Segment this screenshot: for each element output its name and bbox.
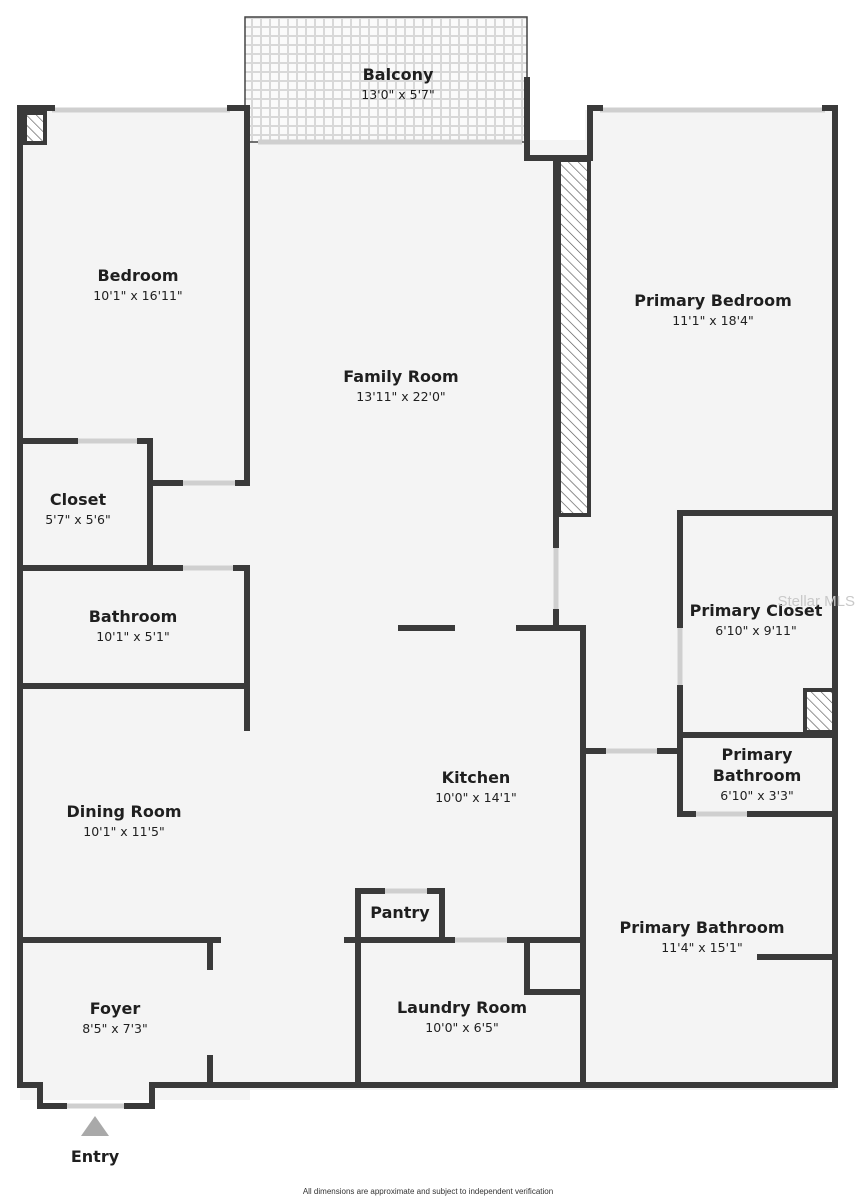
laundry-room-dims: 10'0" x 6'5" [425, 1020, 498, 1035]
foyer-name: Foyer [90, 999, 141, 1018]
dining-room-dims: 10'1" x 11'5" [83, 824, 164, 839]
primary-bathroom-small-label: Primary Bathroom 6'10" x 3'3" [713, 745, 802, 803]
kitchen-name: Kitchen [442, 768, 511, 787]
primary-bathroom-dims: 11'4" x 15'1" [661, 940, 742, 955]
walls [17, 77, 838, 1109]
bedroom-label: Bedroom 10'1" x 16'11" [93, 266, 182, 303]
primary-closet-label: Primary Closet 6'10" x 9'11" [690, 601, 823, 638]
disclaimer: All dimensions are approximate and subje… [303, 1187, 553, 1196]
kitchen-dims: 10'0" x 14'1" [435, 790, 516, 805]
closet-dims: 5'7" x 5'6" [45, 512, 111, 527]
primary-bedroom-name: Primary Bedroom [634, 291, 792, 310]
watermark: Stellar MLS [777, 593, 855, 610]
bathroom-name: Bathroom [89, 607, 178, 626]
dining-room-name: Dining Room [66, 802, 181, 821]
bedroom-dims: 10'1" x 16'11" [93, 288, 182, 303]
primary-bedroom-dims: 11'1" x 18'4" [672, 313, 753, 328]
primary-bathroom-small-name-2: Bathroom [713, 766, 802, 785]
bedroom-name: Bedroom [97, 266, 178, 285]
primary-closet-name: Primary Closet [690, 601, 823, 620]
primary-bathroom-name: Primary Bathroom [619, 918, 784, 937]
family-room-name: Family Room [343, 367, 458, 386]
balcony-dims: 13'0" x 5'7" [361, 87, 434, 102]
balcony-area [244, 16, 528, 143]
floor-area [20, 110, 835, 1100]
primary-bathroom-small-dims: 6'10" x 3'3" [720, 788, 793, 803]
kitchen-label: Kitchen 10'0" x 14'1" [435, 768, 516, 805]
pantry-name: Pantry [370, 903, 430, 922]
bathroom-label: Bathroom 10'1" x 5'1" [89, 607, 178, 644]
entry-label: Entry [71, 1147, 120, 1166]
laundry-room-label: Laundry Room 10'0" x 6'5" [397, 998, 527, 1035]
primary-bedroom-label: Primary Bedroom 11'1" x 18'4" [634, 291, 792, 328]
dining-room-label: Dining Room 10'1" x 11'5" [66, 802, 181, 839]
closet-label: Closet 5'7" x 5'6" [45, 490, 111, 527]
laundry-room-name: Laundry Room [397, 998, 527, 1017]
pantry-label: Pantry [370, 903, 430, 922]
primary-closet-dims: 6'10" x 9'11" [715, 623, 796, 638]
family-room-label: Family Room 13'11" x 22'0" [343, 367, 458, 404]
primary-bathroom-small-name-1: Primary [722, 745, 793, 764]
foyer-dims: 8'5" x 7'3" [82, 1021, 148, 1036]
closet-name: Closet [50, 490, 107, 509]
family-room-dims: 13'11" x 22'0" [356, 389, 445, 404]
primary-bathroom-label: Primary Bathroom 11'4" x 15'1" [619, 918, 784, 955]
foyer-label: Foyer 8'5" x 7'3" [82, 999, 148, 1036]
balcony-name: Balcony [363, 65, 434, 84]
entry-arrow-icon [81, 1116, 109, 1136]
balcony-label: Balcony 13'0" x 5'7" [361, 65, 434, 102]
bathroom-dims: 10'1" x 5'1" [96, 629, 169, 644]
